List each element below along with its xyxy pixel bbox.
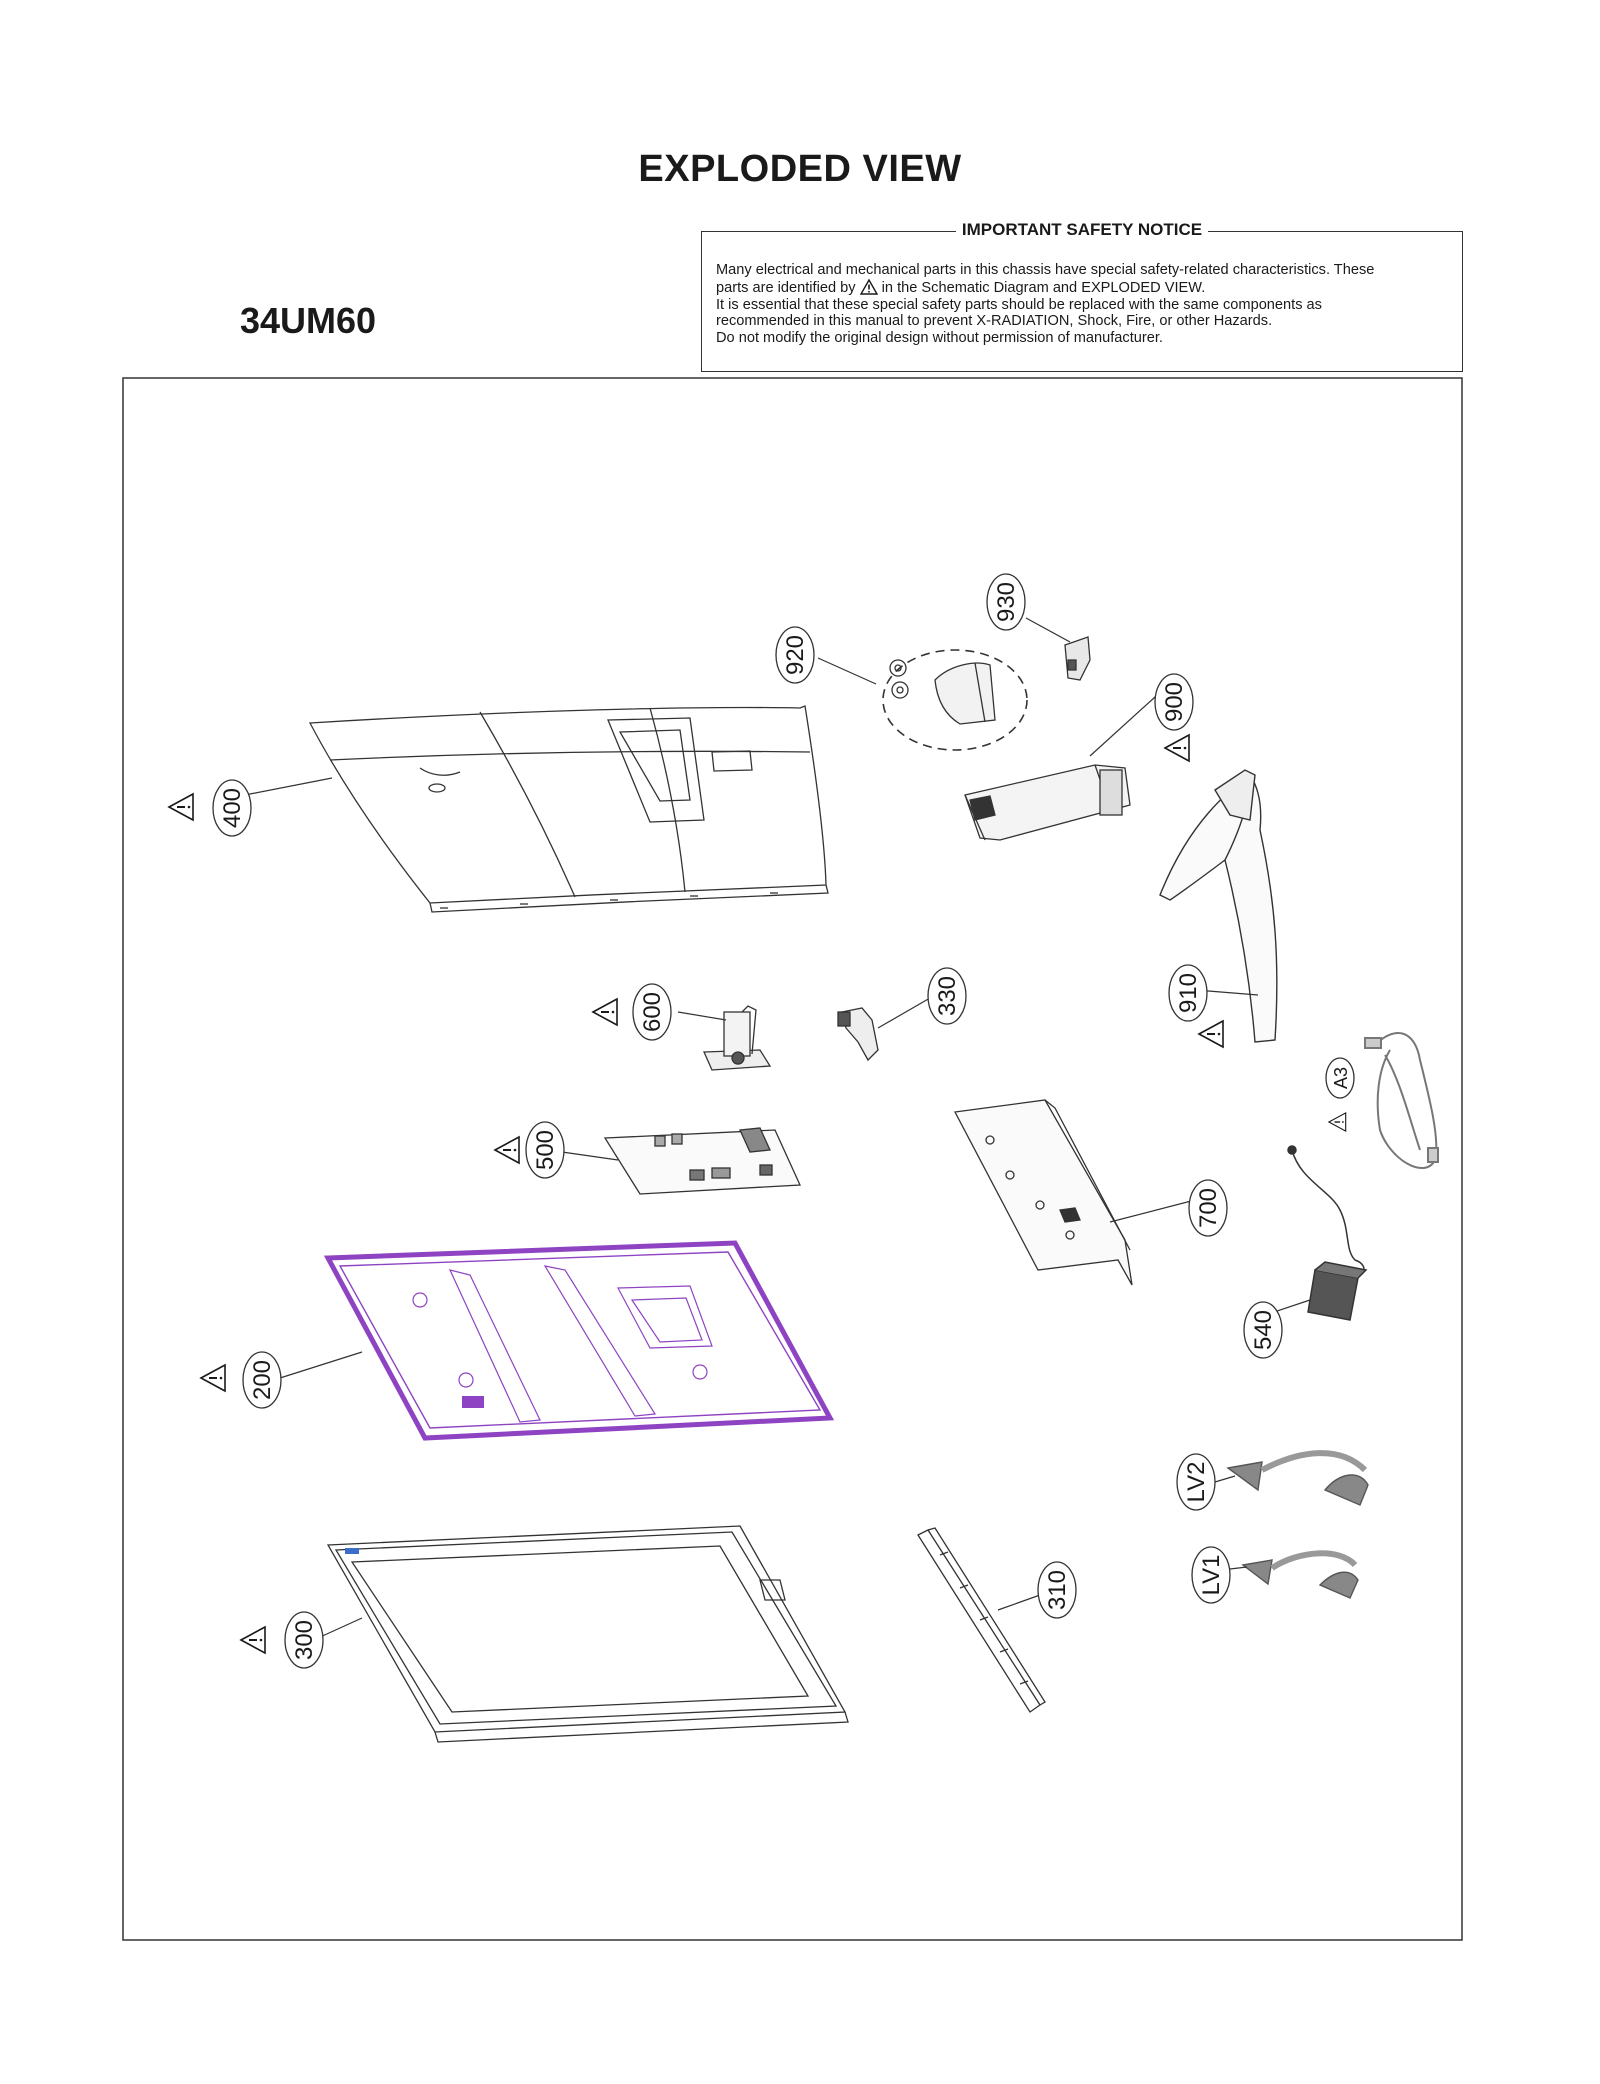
- callout-930-label: 930: [993, 582, 1020, 622]
- model-number: 34UM60: [240, 300, 377, 341]
- callout-310-label: 310: [1044, 1570, 1071, 1610]
- callout-910-label: 910: [1175, 973, 1202, 1013]
- callout-500: 500: [525, 1121, 565, 1179]
- warning-triangle-icon: [1328, 1112, 1347, 1132]
- callout-920-label: 920: [782, 635, 809, 675]
- callout-920: 920: [775, 626, 815, 684]
- notice-line-3: It is essential that these special safet…: [716, 296, 1322, 313]
- callout-LV1: LV1: [1191, 1546, 1231, 1604]
- warning-triangle-icon: [494, 1136, 520, 1164]
- warning-triangle-icon: [592, 998, 618, 1026]
- ac-adapter-part: [1287, 1145, 1368, 1321]
- stand-hinge-cover-part: [882, 649, 1028, 751]
- callout-310: 310: [1037, 1561, 1077, 1619]
- callout-930: 930: [986, 573, 1026, 631]
- callout-200-label: 200: [249, 1360, 276, 1400]
- callout-A3-label: A3: [1331, 1067, 1351, 1089]
- stand-arm-part: [1159, 769, 1278, 1043]
- diagram-frame: [122, 377, 1463, 1941]
- warning-triangle-icon: [200, 1364, 226, 1392]
- page-title: EXPLODED VIEW: [638, 148, 962, 190]
- callout-leaders: [244, 617, 1311, 1639]
- warning-triangle-icon: [859, 278, 878, 295]
- front-bezel-part: [326, 1525, 849, 1743]
- safety-notice-box: IMPORTANT SAFETY NOTICE Many electrical …: [701, 220, 1463, 372]
- lvds-cable-lv1-part: [1241, 1550, 1359, 1599]
- callout-330-label: 330: [934, 976, 961, 1016]
- safety-notice-title: IMPORTANT SAFETY NOTICE: [955, 220, 1209, 239]
- callout-600: 600: [632, 983, 672, 1041]
- callout-700: 700: [1188, 1179, 1228, 1237]
- callout-910: 910: [1168, 964, 1208, 1022]
- safety-notice-body: Many electrical and mechanical parts in …: [716, 262, 1448, 347]
- control-jack-part: [703, 1005, 772, 1071]
- power-button-part: [837, 1007, 879, 1062]
- warning-triangle-icon: [168, 793, 194, 821]
- warning-triangle-icon: [1198, 1020, 1224, 1048]
- warning-triangle-icon: [240, 1626, 266, 1654]
- notice-line-2: parts are identified by in the Schematic…: [716, 278, 1448, 297]
- bottom-cover-strip-part: [917, 1527, 1046, 1713]
- callout-LV2-label: LV2: [1183, 1462, 1210, 1503]
- rear-bracket-part: [953, 1099, 1133, 1286]
- notice-line-4: recommended in this manual to prevent X-…: [716, 313, 1273, 330]
- callout-900: 900: [1154, 673, 1194, 731]
- stand-clip-part: [1064, 636, 1091, 681]
- safety-notice-title-wrap: IMPORTANT SAFETY NOTICE: [702, 220, 1462, 240]
- notice-line-1: Many electrical and mechanical parts in …: [716, 262, 1375, 278]
- callout-200: 200: [242, 1351, 282, 1409]
- back-cover-part: [308, 705, 829, 913]
- power-cord-part: [1364, 1032, 1439, 1170]
- callout-900-label: 900: [1161, 682, 1188, 722]
- callout-LV1-label: LV1: [1198, 1555, 1225, 1596]
- callout-540-label: 540: [1250, 1310, 1277, 1350]
- callout-300-label: 300: [291, 1620, 318, 1660]
- callout-600-label: 600: [639, 992, 666, 1032]
- main-board-part: [603, 1127, 801, 1195]
- notice-line-5: Do not modify the original design withou…: [716, 330, 1163, 347]
- callout-300: 300: [284, 1611, 324, 1669]
- callout-540: 540: [1243, 1301, 1283, 1359]
- callout-700-label: 700: [1195, 1188, 1222, 1228]
- notice-line-2-start: parts are identified by: [716, 279, 856, 296]
- stand-neck-part: [964, 764, 1131, 841]
- notice-line-2-end: in the Schematic Diagram and EXPLODED VI…: [881, 279, 1206, 296]
- lvds-cable-lv2-part: [1226, 1450, 1369, 1506]
- warning-triangle-icon: [1164, 734, 1190, 762]
- main-frame-part: [323, 1240, 835, 1441]
- callout-330: 330: [927, 967, 967, 1025]
- callout-A3: A3: [1325, 1057, 1355, 1099]
- callout-LV2: LV2: [1176, 1453, 1216, 1511]
- callout-500-label: 500: [532, 1130, 559, 1170]
- callout-400: 400: [212, 779, 252, 837]
- callout-400-label: 400: [219, 788, 246, 828]
